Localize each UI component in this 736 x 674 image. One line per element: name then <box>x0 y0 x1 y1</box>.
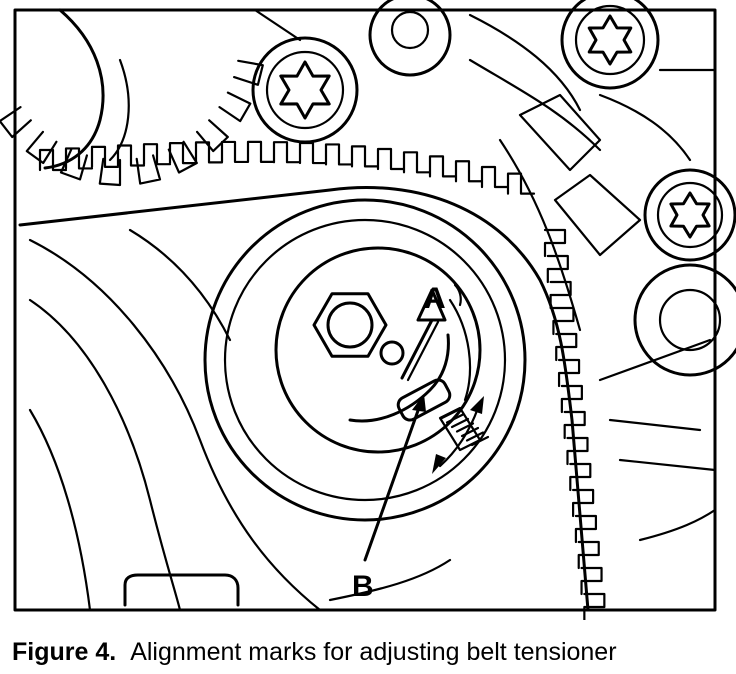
figure-number: Figure 4. <box>12 638 117 666</box>
adjustment-arrows <box>432 396 484 474</box>
label-b: B <box>352 570 374 603</box>
label-a: A <box>424 282 446 315</box>
caption-text: Alignment marks for adjusting belt tensi… <box>130 638 617 666</box>
tensioner-diagram: A B <box>0 0 736 620</box>
tensioner-stud <box>379 340 405 366</box>
torx-bolt-top-right <box>560 0 660 90</box>
alignment-notch <box>396 378 452 422</box>
pointer-a: A <box>400 282 447 382</box>
timing-belt <box>18 8 606 620</box>
figure-caption: Figure 4. Alignment marks for adjusting b… <box>12 636 732 668</box>
diagram-frame <box>13 8 717 612</box>
torx-bolt-upper <box>251 36 359 144</box>
hex-nut <box>312 292 388 358</box>
torx-bolt-right <box>643 168 736 262</box>
pulley-upper-middle <box>368 0 452 77</box>
camshaft-sprocket <box>0 8 264 187</box>
pointer-b: B <box>352 394 426 603</box>
pulley-right-lower <box>633 263 736 377</box>
engine-casting <box>468 13 717 542</box>
belt-tensioner <box>203 198 527 522</box>
hatched-reference-mark <box>438 406 490 452</box>
lower-left-casting <box>28 228 452 612</box>
